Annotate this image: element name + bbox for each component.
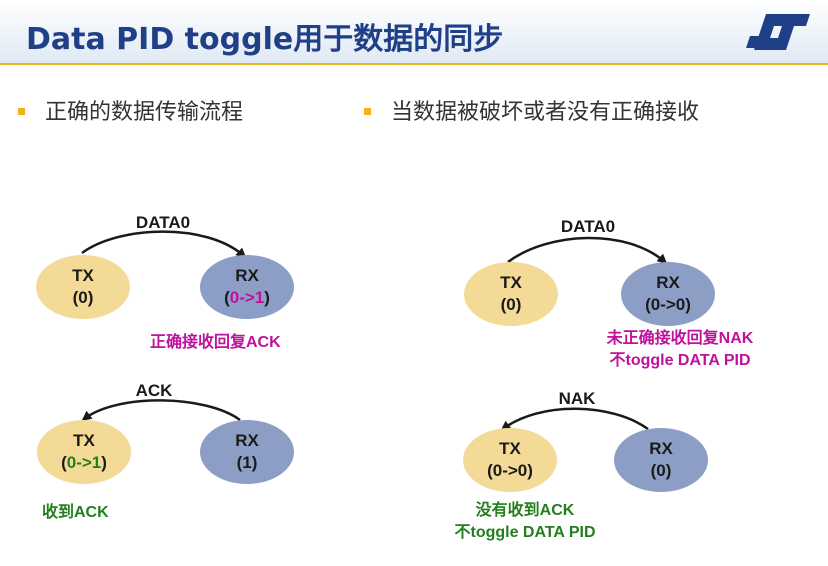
tx-state-highlight: 0->1: [67, 453, 102, 472]
note-line: 未正确接收回复NAK: [606, 330, 754, 347]
bullet-correct-flow: 正确的数据传输流程: [18, 94, 243, 126]
rx-label: RX: [656, 273, 680, 292]
bullet-corrupted-flow: 当数据被破坏或者没有正确接收: [364, 94, 699, 126]
scenario-corrupt-nak: NAK TX (0->0) RX (0): [463, 389, 708, 492]
bullet-text: 当数据被破坏或者没有正确接收: [391, 100, 700, 125]
note-nak-reply: 未正确接收回复NAK 不toggle DATA PID: [560, 328, 800, 372]
arrow-rx-to-tx: [500, 407, 649, 431]
bullet-marker-icon: [18, 107, 25, 115]
arrow-rx-to-tx: [81, 399, 241, 422]
tx-state: (0->0): [487, 461, 533, 480]
rx-state: (1): [237, 453, 258, 472]
header-divider: [0, 63, 828, 65]
bullet-text: 正确的数据传输流程: [45, 100, 244, 125]
scenario-correct-data0: DATA0 TX (0) RX (0->1): [36, 213, 294, 319]
scenario-correct-ack: ACK TX (0->1) RX (1): [37, 381, 294, 484]
rx-state-suffix: ): [264, 288, 270, 307]
scenario-corrupt-data0: DATA0 TX (0) RX (0->0): [464, 217, 715, 326]
arrow-label: ACK: [136, 381, 174, 400]
rx-state-prefix: (: [224, 288, 230, 307]
tx-label: TX: [500, 273, 522, 292]
tx-node: [463, 428, 557, 492]
rx-label: RX: [235, 266, 259, 285]
tx-node: [37, 420, 131, 484]
arrow-label: DATA0: [561, 217, 615, 236]
slide-header: Data PID toggle用于数据的同步: [0, 0, 828, 64]
slide-title: Data PID toggle用于数据的同步: [26, 22, 504, 57]
tx-state: (0): [501, 295, 522, 314]
note-line: 不toggle DATA PID: [609, 352, 751, 369]
arrow-label: NAK: [559, 389, 597, 408]
tx-state-suffix: ): [101, 453, 107, 472]
tx-node: [464, 262, 558, 326]
note-no-ack: 没有收到ACK 不toggle DATA PID: [420, 500, 630, 544]
rx-label: RX: [235, 431, 259, 450]
bullet-marker-icon: [364, 107, 371, 115]
tx-state: (0->1): [61, 453, 107, 472]
tx-label: TX: [73, 431, 95, 450]
note-line: 不toggle DATA PID: [454, 524, 596, 541]
rx-node: [614, 428, 708, 492]
st-logo-icon: [746, 14, 810, 50]
rx-state: (0): [651, 461, 672, 480]
tx-node: [36, 255, 130, 319]
tx-label: TX: [499, 439, 521, 458]
rx-label: RX: [649, 439, 673, 458]
note-line: 没有收到ACK: [475, 502, 575, 519]
note-ack-reply: 正确接收回复ACK: [150, 334, 281, 351]
note-ack-received: 收到ACK: [42, 504, 109, 521]
arrow-tx-to-rx: [507, 236, 668, 264]
tx-label: TX: [72, 266, 94, 285]
rx-state: (0->1): [224, 288, 270, 307]
arrow-tx-to-rx: [81, 230, 247, 258]
rx-node: [621, 262, 715, 326]
rx-node: [200, 420, 294, 484]
rx-state-highlight: 0->1: [230, 288, 265, 307]
rx-node: [200, 255, 294, 319]
tx-state-prefix: (: [61, 453, 67, 472]
rx-state: (0->0): [645, 295, 691, 314]
tx-state: (0): [73, 288, 94, 307]
arrow-label: DATA0: [136, 213, 190, 232]
